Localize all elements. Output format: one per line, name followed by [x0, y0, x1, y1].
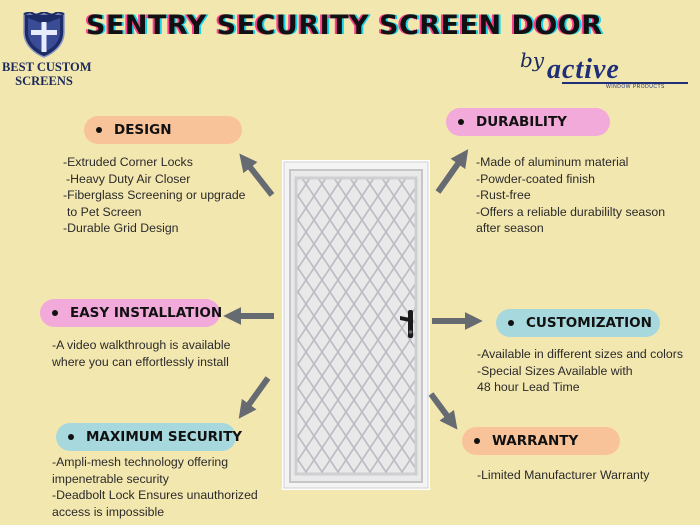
maximum-security-pill: MAXIMUM SECURITY [56, 423, 242, 451]
logo-text-line2: SCREENS [15, 74, 73, 88]
door-image [282, 160, 430, 490]
page-title: SENTRY SECURITY SCREEN DOOR [86, 10, 603, 41]
list-item: -Limited Manufacturer Warranty [477, 468, 650, 482]
design-list: -Extruded Corner Locks -Heavy Duty Air C… [63, 154, 246, 237]
durability-label: DURABILITY [476, 114, 567, 130]
easy-installation-label: EASY INSTALLATION [70, 305, 223, 321]
list-item: -Offers a reliable durabililty season [476, 204, 666, 219]
maximum-security-label: MAXIMUM SECURITY [86, 429, 243, 445]
list-item: -Extruded Corner Locks [63, 155, 193, 169]
list-item: -Heavy Duty Air Closer [66, 171, 191, 186]
list-item: impenetrable security [52, 471, 169, 486]
list-item: after season [476, 221, 544, 235]
list-item: -Ampli-mesh technology offering [52, 455, 229, 469]
customization-list: -Available in different sizes and colors… [477, 346, 683, 396]
customization-pill: CUSTOMIZATION [496, 309, 660, 337]
customization-label: CUSTOMIZATION [526, 315, 652, 331]
list-item: -Deadbolt Lock Ensures unauthorized [52, 488, 258, 502]
durability-list: -Made of aluminum material -Powder-coate… [476, 154, 665, 237]
list-item: where you can effortlessly install [52, 354, 229, 369]
warranty-label: WARRANTY [492, 433, 579, 449]
list-item: -Fiberglass Screening or upgrade [63, 188, 246, 202]
bullet-icon [474, 438, 480, 444]
list-item: to Pet Screen [67, 204, 142, 219]
maximum-security-list: -Ampli-mesh technology offering impenetr… [52, 454, 258, 520]
logo-brand-text: active [547, 54, 620, 85]
warranty-list: -Limited Manufacturer Warranty [477, 467, 649, 484]
list-item: -A video walkthrough is available [52, 338, 231, 352]
list-item: access is impossible [52, 504, 165, 519]
arrow-icon [428, 392, 458, 430]
list-item: -Powder-coated finish [476, 171, 595, 186]
list-item: -Durable Grid Design [63, 221, 179, 235]
bullet-icon [96, 127, 102, 133]
list-item: -Made of aluminum material [476, 155, 629, 169]
logo-tagline: WINDOW PRODUCTS [606, 84, 665, 90]
door-handle-icon [400, 310, 413, 338]
arrow-icon [239, 153, 275, 197]
list-item: -Available in different sizes and colors [477, 347, 683, 361]
arrow-icon [238, 376, 271, 419]
active-window-products-logo: by active WINDOW PRODUCTS [520, 44, 690, 94]
bullet-icon [68, 434, 74, 440]
list-item: -Rust-free [476, 188, 531, 202]
logo-text-line1: BEST CUSTOM [2, 60, 92, 74]
bullet-icon [52, 310, 58, 316]
list-item: 48 hour Lead Time [477, 380, 580, 394]
logo-by-text: by [520, 48, 545, 72]
logo-underline [562, 82, 688, 84]
bullet-icon [508, 320, 514, 326]
list-item: -Special Sizes Available with [477, 363, 633, 378]
design-label: DESIGN [114, 122, 172, 138]
design-pill: DESIGN [84, 116, 242, 144]
easy-installation-pill: EASY INSTALLATION [40, 299, 223, 327]
easy-installation-list: -A video walkthrough is available where … [52, 337, 230, 370]
durability-pill: DURABILITY [446, 108, 610, 136]
best-custom-screens-logo: BEST CUSTOM SCREENS [2, 10, 92, 92]
shield-logo-icon [23, 12, 65, 58]
arrow-icon [435, 149, 469, 194]
bullet-icon [458, 119, 464, 125]
warranty-pill: WARRANTY [462, 427, 620, 455]
